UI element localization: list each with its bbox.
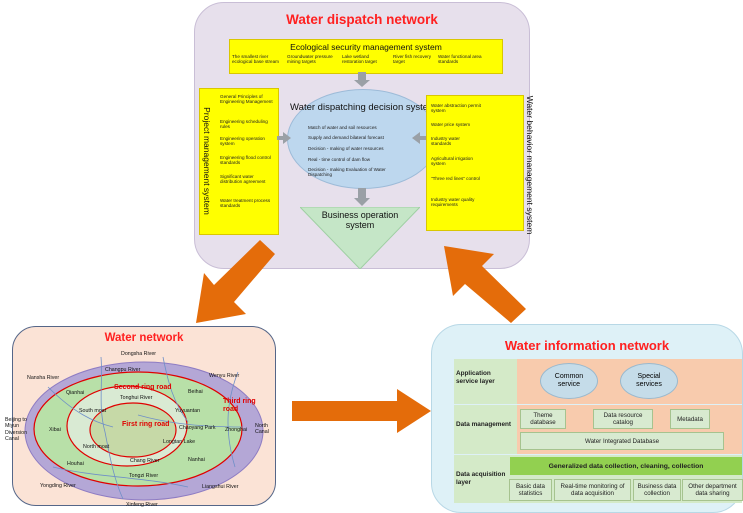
dongsha-river-label: Dongsha River — [121, 351, 157, 357]
first-ring-label: First ring road — [122, 421, 170, 428]
yongding-river-label: Yongding River — [40, 483, 76, 489]
decision-system-title: Water dispatching decision system — [290, 102, 436, 113]
wenyu-river-label: Wenyu River — [209, 373, 240, 379]
decision-item: Supply and demand bilateral forecast — [308, 135, 384, 140]
nanhai-label: Nanhai — [188, 457, 205, 463]
rivers — [47, 356, 244, 500]
eco-item: Water functional area standards — [438, 54, 482, 65]
generalized-collection-bar: Generalized data collection, cleaning, c… — [510, 457, 742, 475]
acq-item-box: Basic data statistics — [509, 479, 552, 501]
eco-item: River fish recovery target — [393, 54, 432, 65]
liangshui-river-label: Liangshui River — [202, 484, 239, 490]
behavior-item: Water abstraction permit system — [431, 103, 481, 114]
special-services-label: Special services — [636, 373, 662, 388]
xibai-label: Xibai — [49, 427, 61, 433]
project-item: Engineering scheduling rules — [220, 119, 268, 130]
behavior-item: Agricultural irrigation system — [431, 156, 473, 167]
integrated-database-box: Water Integrated Database — [520, 432, 724, 450]
decision-item: Decision - making of water resources — [308, 146, 384, 151]
left-arrow-icon — [412, 132, 426, 144]
eco-security-title: Ecological security management system — [290, 42, 442, 52]
business-operation-label: Business operation system — [321, 210, 399, 230]
project-item: Engineering flood control standards — [220, 155, 271, 166]
dispatch-title: Water dispatch network — [286, 12, 438, 27]
project-item: Engineering operation system — [220, 136, 265, 147]
acq-item-box: Business data collection — [633, 479, 681, 501]
nansha-river-label: Nansha River — [27, 375, 60, 381]
data-mgmt-label: Data management — [456, 421, 512, 428]
longtan-lake-label: Longtan Lake — [163, 439, 196, 445]
south-moat-label: South moat — [79, 408, 107, 414]
second-ring-label: Second ring road — [114, 384, 172, 391]
north-canal-label: North Canal — [255, 423, 269, 436]
decision-item: Match of water and soil resources — [308, 125, 377, 130]
acq-item-box: Real-time monitoring of data acquisition — [554, 479, 631, 501]
decision-item: Decision - making Evaluation of Water Di… — [308, 167, 386, 178]
behavior-management-box: Water behavior management system Water a… — [426, 95, 535, 234]
project-item: Significant water distribution agreement — [220, 174, 266, 185]
houhai-label: Houhai — [67, 461, 84, 467]
tongzi-river-label: Tongzi River — [129, 473, 159, 479]
dispatch-to-network-arrow-icon — [196, 240, 275, 323]
yuyuantan-label: Yuyuantan — [175, 408, 201, 414]
eco-item: Lake wetland restoration target — [342, 54, 377, 65]
acq-item-box: Other department data sharing — [682, 479, 743, 501]
behavior-item: Water price system — [431, 122, 471, 127]
special-services-cloud: Special services — [620, 363, 678, 399]
qianhai-label: Qianhai — [66, 390, 85, 396]
down-arrow-icon — [354, 188, 370, 206]
water-network-title: Water network — [104, 332, 184, 344]
changpu-river-label: Changpu River — [105, 367, 141, 373]
decision-item: Real - time control of dam flow — [308, 157, 371, 162]
behavior-item: Industry water quality requirements — [431, 197, 475, 208]
eco-security-box: Ecological security management system Th… — [229, 39, 503, 74]
app-layer-label: Application service layer — [456, 370, 495, 385]
zhonghai-label: Zhonghai — [225, 427, 248, 433]
chaoyang-park-label: Chaoyang Park — [179, 425, 216, 431]
info-network-title: Water information network — [504, 338, 670, 353]
theme-database-box: Theme database — [520, 409, 566, 429]
eco-item: The smallest river ecological base strea… — [232, 54, 279, 65]
north-moat-label: North moat — [83, 444, 110, 450]
water-network-panel: Water network Dongsha River Changpu Rive… — [5, 326, 276, 508]
project-management-box: Project management system General Princi… — [199, 88, 279, 235]
right-arrow-icon — [277, 132, 291, 144]
project-item: General Principles of Engineering Manage… — [220, 94, 273, 105]
info-to-dispatch-arrow-icon — [444, 246, 526, 323]
project-item: Water treatment process standards — [220, 198, 271, 209]
common-service-cloud: Common service — [540, 363, 598, 399]
beijing-miyun-canal-label: Beijing to Miyun Diversion Canal — [5, 417, 28, 442]
data-resource-catalog-box: Data resource catalog — [593, 409, 653, 429]
ring-map — [24, 356, 264, 501]
first-ring — [89, 402, 177, 458]
chang-river-label: Chang River — [130, 458, 160, 464]
tonghui-river-label: Tonghui River — [120, 395, 153, 401]
water-dispatch-panel: Water dispatch network Ecological securi… — [194, 2, 535, 269]
beihai-label: Beihai — [188, 389, 203, 395]
common-service-label: Common service — [554, 373, 584, 388]
acq-layer-label: Data acquisition layer — [456, 471, 506, 486]
eco-item: Groundwater pressure mining targets — [287, 54, 333, 65]
network-to-info-arrow-icon — [292, 389, 431, 433]
water-info-network-panel: Water information network Application se… — [431, 324, 743, 513]
third-ring-label: Third ring road — [223, 398, 256, 413]
internal-arrows — [277, 72, 426, 206]
business-triangle — [300, 207, 420, 269]
metadata-box: Metadata — [670, 409, 710, 429]
down-arrow-icon — [354, 72, 370, 87]
behavior-item: "Three red lines" control — [431, 176, 480, 181]
behavior-item: Industry water standards — [431, 136, 460, 147]
xinfeng-river-label: Xinfeng River — [126, 502, 158, 508]
